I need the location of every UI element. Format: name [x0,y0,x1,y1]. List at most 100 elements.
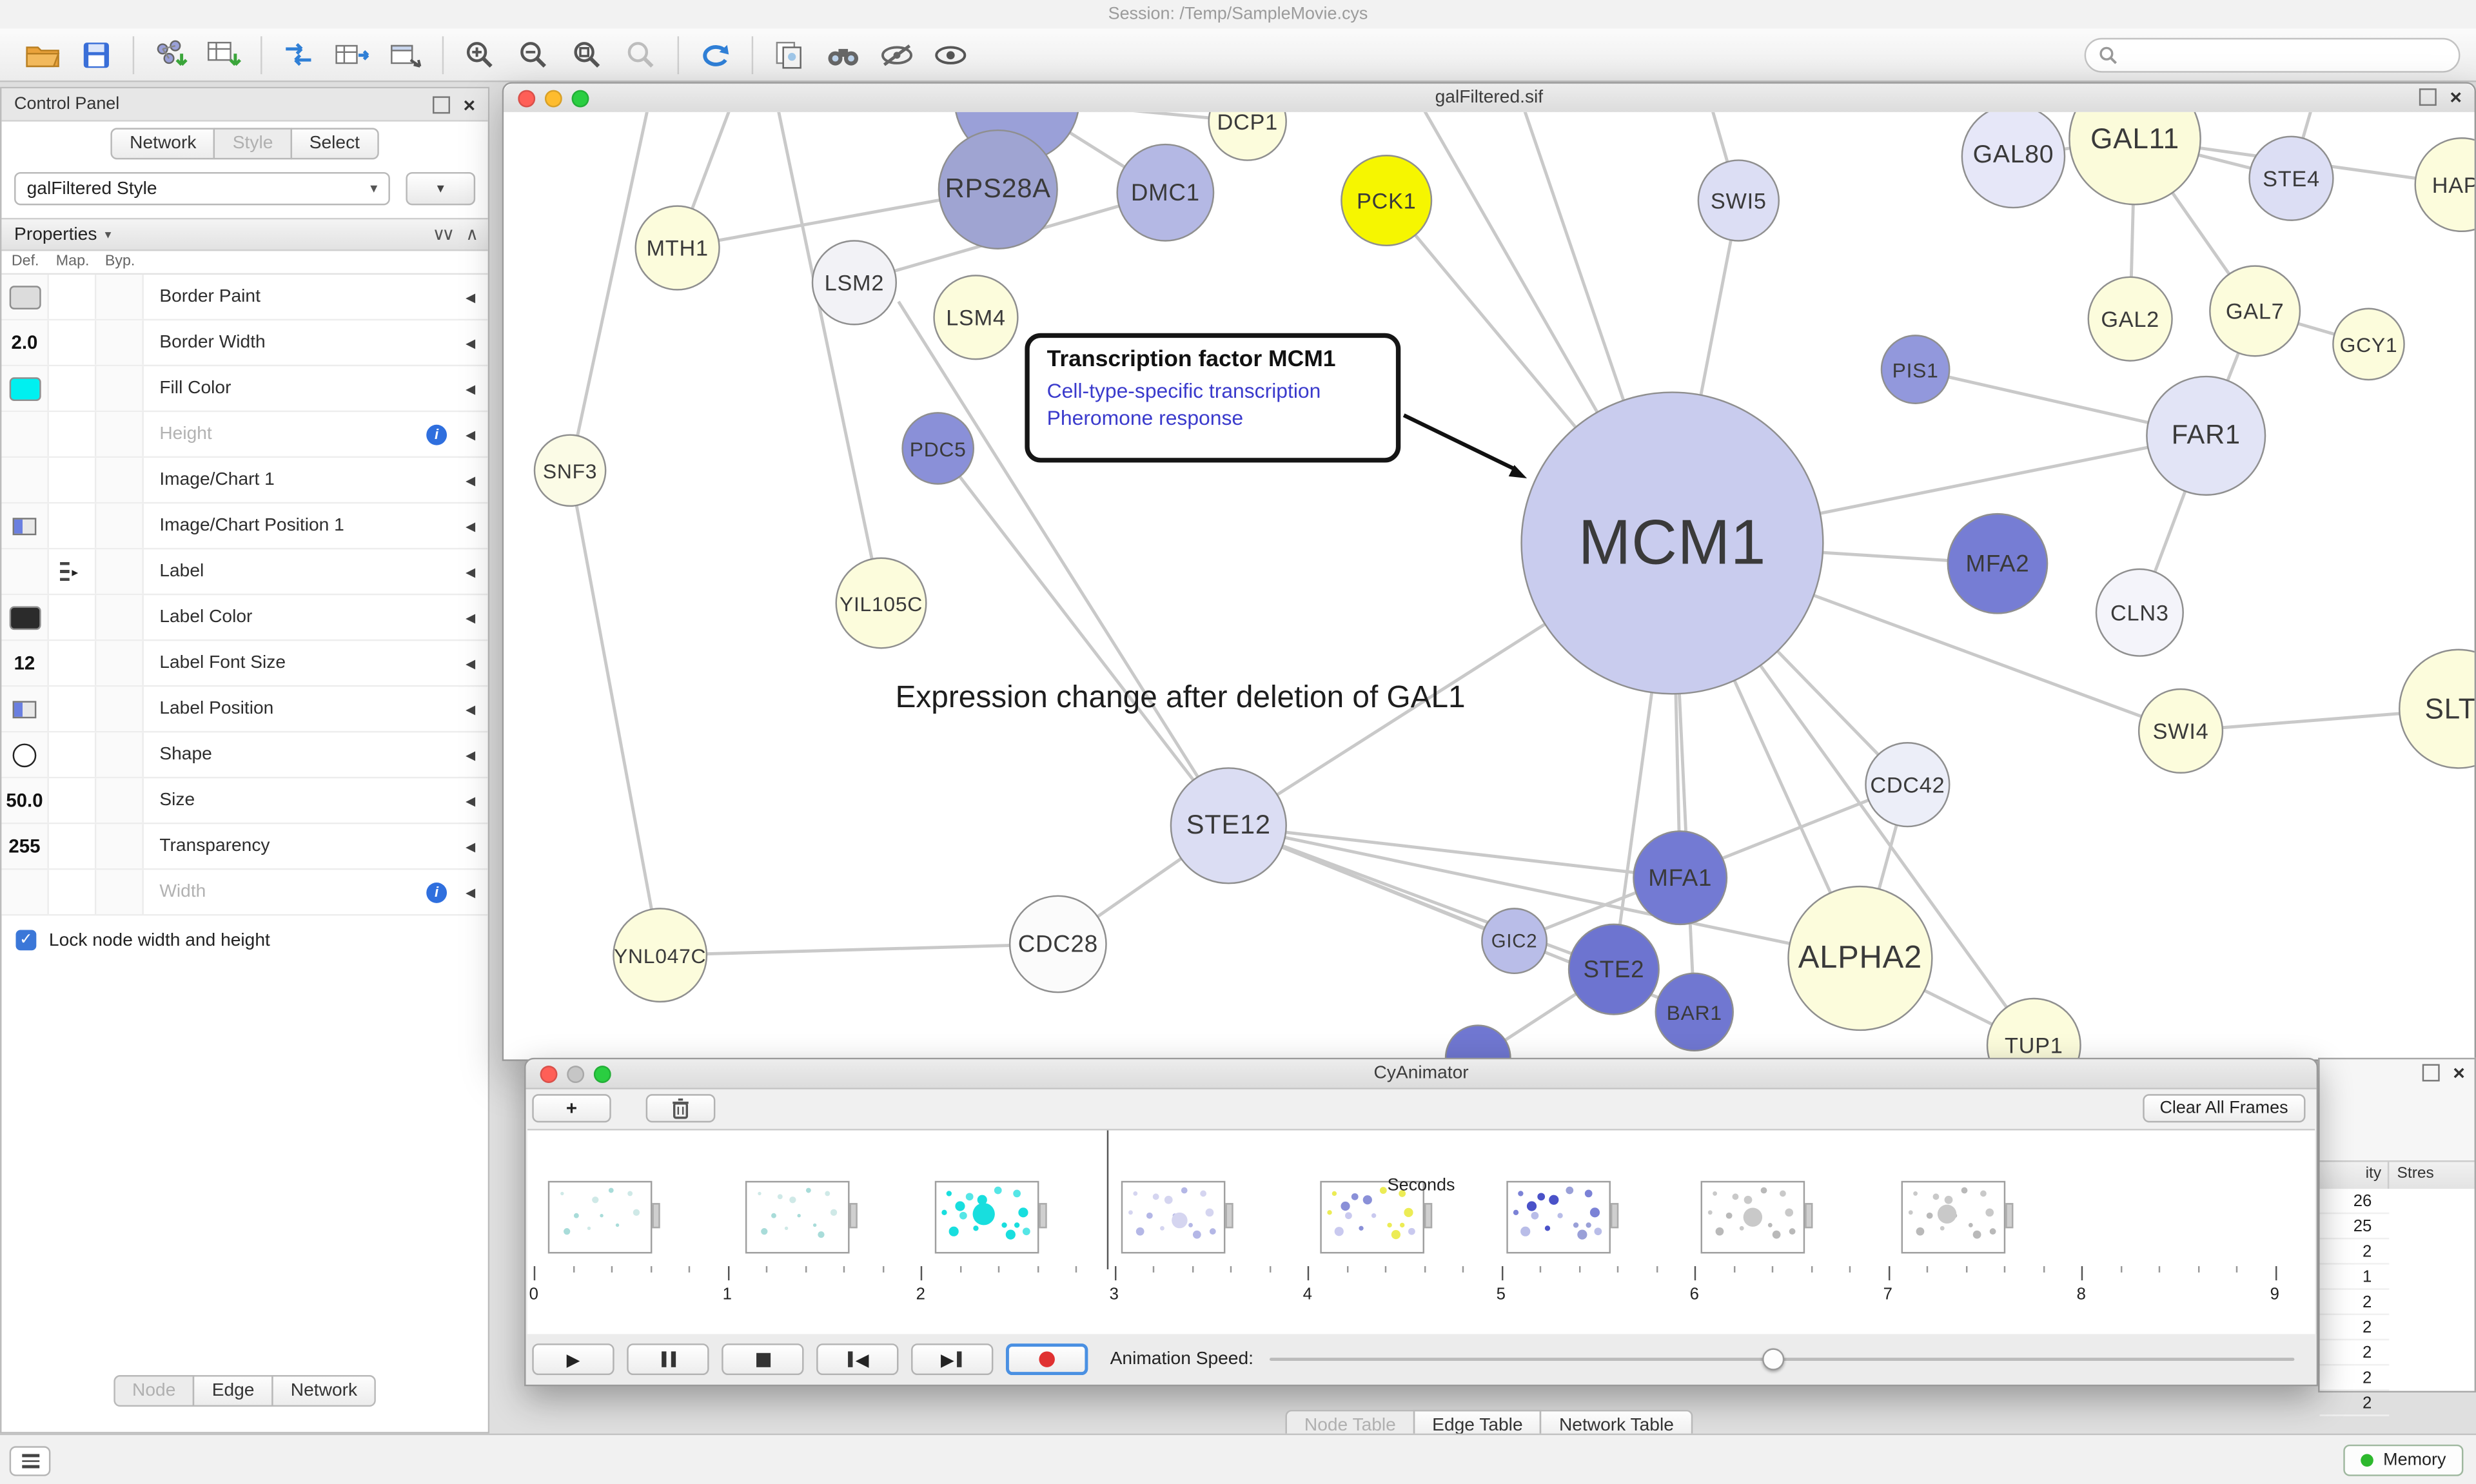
network-edge[interactable] [1228,824,1680,880]
network-node-cln3[interactable]: CLN3 [2095,568,2184,657]
add-frame-button[interactable]: + [532,1094,611,1123]
frame-thumbnail[interactable] [1700,1180,1805,1254]
network-node-mcm1[interactable]: MCM1 [1520,391,1824,695]
export-table-button[interactable] [328,34,375,75]
bypass-cell[interactable] [96,275,144,319]
frame-thumbnail[interactable] [934,1180,1039,1254]
mapping-cell[interactable] [48,641,97,685]
mapping-cell[interactable] [48,870,97,914]
mapping-cell[interactable] [48,503,97,548]
tab-select[interactable]: Select [290,128,379,160]
default-value-cell[interactable] [1,595,49,639]
zoom-out-button[interactable] [510,34,557,75]
mapping-cell[interactable] [48,366,97,411]
property-row[interactable]: Shape◀ [1,732,488,779]
cyanimator-titlebar[interactable]: CyAnimator [526,1059,2317,1089]
network-node-swi4[interactable]: SWI4 [2137,688,2224,774]
frame-thumbnail[interactable] [1901,1180,2006,1254]
network-node-dmc1[interactable]: DMC1 [1116,143,1215,242]
table-cell-value[interactable]: 2 [2319,1365,2390,1391]
expand-row-icon[interactable]: ◀ [466,839,476,854]
network-node-gal2[interactable]: GAL2 [2087,276,2173,362]
expand-row-icon[interactable]: ◀ [466,793,476,808]
network-node-ynl047c[interactable]: YNL047C [613,908,708,1003]
expand-row-icon[interactable]: ◀ [466,884,476,899]
annotation-link-1[interactable]: Cell-type-specific transcription [1046,378,1321,403]
expand-row-icon[interactable]: ◀ [466,656,476,670]
status-menu-button[interactable] [9,1446,51,1476]
table-cell-value[interactable]: 26 [2319,1189,2390,1215]
network-node-gal7[interactable]: GAL7 [2209,265,2301,357]
property-row[interactable]: Label Position◀ [1,687,488,733]
bypass-cell[interactable] [96,503,144,548]
expand-icon[interactable]: ∧ [466,226,478,245]
network-node-rps28a[interactable]: RPS28A [938,129,1058,249]
network-node-mth1[interactable]: MTH1 [634,205,720,291]
expand-row-icon[interactable]: ◀ [466,335,476,350]
table-cell-value[interactable]: 2 [2319,1290,2390,1316]
table-cell-value[interactable]: 1 [2319,1265,2390,1290]
save-session-button[interactable] [73,34,120,75]
mapping-cell[interactable] [48,320,97,365]
tab-style[interactable]: Style [213,128,292,160]
skip-end-button[interactable]: ▶ [911,1343,994,1376]
frame-resize-handle[interactable] [1039,1203,1047,1229]
expand-row-icon[interactable]: ◀ [466,518,476,533]
play-button[interactable]: ▶ [532,1343,614,1376]
network-node-alpha2[interactable]: ALPHA2 [1787,885,1933,1031]
bypass-cell[interactable] [96,366,144,411]
network-node-far1[interactable]: FAR1 [2146,375,2266,496]
default-value-cell[interactable] [1,732,49,777]
bypass-cell[interactable] [96,412,144,456]
info-icon[interactable]: i [426,424,447,445]
import-table-button[interactable] [201,34,248,75]
mapping-cell[interactable] [48,275,97,319]
network-node-mfa1[interactable]: MFA1 [1633,830,1728,926]
expand-row-icon[interactable]: ◀ [466,427,476,442]
slider-handle[interactable] [1762,1348,1784,1371]
network-node-ste12[interactable]: STE12 [1170,767,1287,884]
network-canvas[interactable]: RPS28BRPS28ADCP1DMC1PCK1SWI5GAL80GAL11ST… [504,112,2475,1060]
find-button[interactable] [820,34,867,75]
network-node-lsm2[interactable]: LSM2 [811,240,898,326]
bypass-cell[interactable] [96,549,144,594]
float-panel-icon[interactable] [433,95,451,113]
collapse-all-icon[interactable]: ∨∨ [432,226,455,245]
network-edge[interactable] [936,447,1230,827]
table-cell-value[interactable]: 2 [2319,1315,2390,1341]
bypass-cell[interactable] [96,824,144,868]
panel-tab-network[interactable]: Network [271,1375,377,1407]
expand-row-icon[interactable]: ◀ [466,610,476,625]
network-node-mfa2[interactable]: MFA2 [1947,513,2049,614]
default-value-cell[interactable] [1,870,49,914]
frame-resize-handle[interactable] [1424,1203,1433,1229]
bypass-cell[interactable] [96,870,144,914]
network-node-pdc5[interactable]: PDC5 [901,412,975,485]
bypass-cell[interactable] [96,778,144,823]
info-icon[interactable]: i [426,881,447,903]
network-node-pck1[interactable]: PCK1 [1341,155,1433,247]
delete-frame-button[interactable] [645,1094,716,1123]
mapping-cell[interactable] [48,778,97,823]
float-window-icon[interactable] [2419,88,2437,106]
close-panel-icon[interactable]: × [463,92,476,117]
zoom-in-button[interactable] [457,34,504,75]
network-node-ste4[interactable]: STE4 [2248,135,2334,221]
style-select[interactable]: galFiltered Style ▾ [14,171,390,206]
network-node-cdc42[interactable]: CDC42 [1865,742,1950,828]
default-value-cell[interactable]: 50.0 [1,778,49,823]
network-node-snf3[interactable]: SNF3 [533,434,607,507]
tab-network[interactable]: Network [110,128,215,160]
new-network-window-button[interactable] [382,34,429,75]
frame-resize-handle[interactable] [1225,1203,1233,1229]
frame-thumbnail[interactable] [1506,1180,1611,1254]
annotation-link-2[interactable]: Pheromone response [1046,405,1244,430]
network-node-cdc28[interactable]: CDC28 [1008,895,1107,993]
close-window-icon[interactable] [540,1066,558,1084]
panel-tab-node[interactable]: Node [113,1375,195,1407]
network-edge[interactable] [568,112,654,471]
